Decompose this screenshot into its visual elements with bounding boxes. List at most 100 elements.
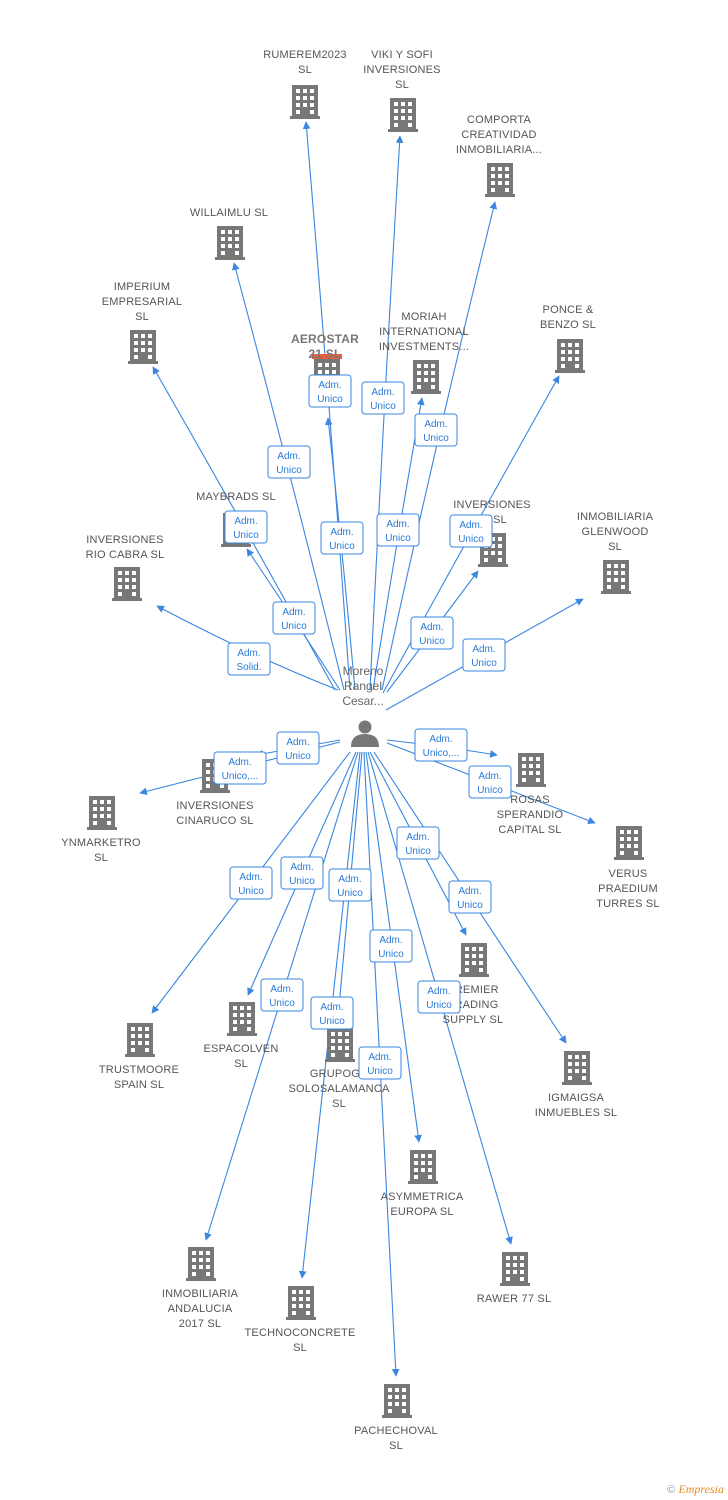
- building-icon: [500, 1252, 530, 1286]
- building-icon-glenwood[interactable]: [601, 560, 631, 594]
- company-label-technoconcrete[interactable]: TECHNOCONCRETE SL: [245, 1327, 356, 1354]
- company-label-line: SPAIN SL: [114, 1079, 164, 1091]
- building-icon-trustmoore[interactable]: [125, 1023, 155, 1057]
- company-label-rawer77[interactable]: RAWER 77 SL: [477, 1293, 552, 1305]
- role-text: Unico: [289, 876, 315, 887]
- role-badge-inversiones-cinaruco[interactable]: Adm.Unico: [276, 731, 320, 765]
- role-badge-ponce-benzo[interactable]: Adm.Unico: [449, 514, 493, 548]
- role-badge-aerostar[interactable]: Adm.Unico: [320, 521, 364, 555]
- role-badge-espacolven[interactable]: Adm.Unico: [280, 856, 324, 890]
- role-badge-maybrads[interactable]: Adm.Unico: [272, 601, 316, 635]
- building-icon-ponce-benzo[interactable]: [555, 339, 585, 373]
- building-icon-ynmarketro[interactable]: [87, 796, 117, 830]
- company-label-line: SL: [293, 1342, 307, 1354]
- role-badge-box: [369, 929, 413, 963]
- building-icon-verus[interactable]: [614, 826, 644, 860]
- role-text: Unico: [426, 1000, 452, 1011]
- building-icon-igmaigsa[interactable]: [562, 1051, 592, 1085]
- building-icon-comporta[interactable]: [485, 163, 515, 197]
- role-badge-glenwood[interactable]: Adm.Unico: [462, 638, 506, 672]
- building-icon-rosas-sperandio[interactable]: [516, 753, 546, 787]
- role-text: Solid.: [236, 662, 261, 673]
- role-badge-inversiones-rio-cabra[interactable]: Adm.Solid.: [227, 642, 271, 676]
- company-label-line: TECHNOCONCRETE: [245, 1327, 356, 1339]
- company-label-line: CINARUCO SL: [176, 815, 253, 827]
- role-badge-imperium[interactable]: Adm.Unico: [224, 510, 268, 544]
- role-text: Adm.: [320, 1002, 343, 1013]
- role-badge-box: [358, 1046, 402, 1080]
- role-badge-willaimlu[interactable]: Adm.Unico: [267, 445, 311, 479]
- company-label-line: SL: [608, 541, 622, 553]
- building-icon-espacolven[interactable]: [227, 1002, 257, 1036]
- role-badge-technoconcrete[interactable]: Adm.Unico: [310, 996, 354, 1030]
- company-label-line: INVERSIONES: [453, 499, 530, 511]
- role-badge-pachechoval[interactable]: Adm.Unico: [358, 1046, 402, 1080]
- role-badge-box: [213, 751, 267, 785]
- company-label-line: PRAEDIUM: [598, 883, 658, 895]
- building-icon-moriah[interactable]: [411, 360, 441, 394]
- role-badge-comporta[interactable]: Adm.Unico: [414, 413, 458, 447]
- role-badge-rawer77[interactable]: Adm.Unico: [417, 980, 461, 1014]
- role-badge-inmobiliaria-andalucia[interactable]: Adm.Unico: [260, 978, 304, 1012]
- role-badge-grupogr[interactable]: Adm.Unico: [328, 868, 372, 902]
- role-text: Unico: [423, 433, 449, 444]
- role-badge-box: [468, 765, 512, 799]
- watermark: © Empresia: [667, 1482, 724, 1497]
- building-icon-grupogr[interactable]: [325, 1028, 355, 1062]
- company-label-line: SL: [389, 1440, 403, 1452]
- building-icon-aerostar[interactable]: [312, 354, 342, 393]
- role-badge-premier[interactable]: Adm.Unico: [396, 826, 440, 860]
- company-label-willaimlu[interactable]: WILLAIMLU SL: [190, 207, 268, 219]
- role-badge-inversiones-21[interactable]: Adm.Unico: [410, 616, 454, 650]
- company-label-line: GLENWOOD: [582, 526, 649, 538]
- building-icon-pachechoval[interactable]: [382, 1384, 412, 1418]
- role-badge-verus[interactable]: Adm.Unico: [468, 765, 512, 799]
- role-badge-rosas-sperandio[interactable]: Adm.Unico,...: [414, 728, 468, 762]
- building-icon-technoconcrete[interactable]: [286, 1286, 316, 1320]
- building-icon-premier[interactable]: [459, 943, 489, 977]
- role-badge-trustmoore[interactable]: Adm.Unico: [229, 866, 273, 900]
- building-icon: [227, 1002, 257, 1036]
- role-badge-asymmetrica[interactable]: Adm.Unico: [369, 929, 413, 963]
- building-icon-asymmetrica[interactable]: [408, 1150, 438, 1184]
- building-icon-viki-y-sofi[interactable]: [388, 98, 418, 132]
- role-badge-viki-y-sofi[interactable]: Adm.Unico: [361, 381, 405, 415]
- brand-logo[interactable]: Empresia: [678, 1482, 724, 1496]
- building-icon-imperium[interactable]: [128, 330, 158, 364]
- role-badge-moriah[interactable]: Adm.Unico: [376, 513, 420, 547]
- role-badge-igmaigsa[interactable]: Adm.Unico: [448, 880, 492, 914]
- building-icon-rawer77[interactable]: [500, 1252, 530, 1286]
- role-badge-box: [448, 880, 492, 914]
- role-text: Unico: [329, 541, 355, 552]
- building-icon-inversiones-rio-cabra[interactable]: [112, 567, 142, 601]
- role-badge-rumerem2023[interactable]: Adm.Unico: [308, 374, 352, 408]
- company-label-maybrads[interactable]: MAYBRADS SL: [196, 491, 276, 503]
- building-icon-rumerem2023[interactable]: [290, 85, 320, 119]
- building-icon-inmobiliaria-andalucia[interactable]: [186, 1247, 216, 1281]
- building-icon-willaimlu[interactable]: [215, 226, 245, 260]
- role-text: Unico: [419, 636, 445, 647]
- role-badge-ynmarketro[interactable]: Adm.Unico,...: [213, 751, 267, 785]
- company-label-ponce-benzo[interactable]: PONCE &BENZO SL: [540, 304, 596, 331]
- role-badge-box: [310, 996, 354, 1030]
